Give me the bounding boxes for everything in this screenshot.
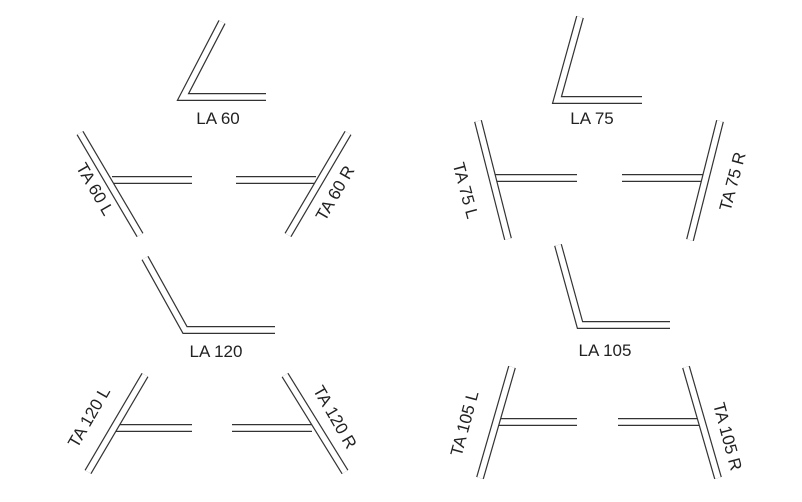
ta75l-shape <box>474 120 577 240</box>
ta105r-shape <box>618 365 722 480</box>
ta120r-label: TA 120 R <box>309 382 360 452</box>
ta75l-label: TA 75 L <box>449 160 482 220</box>
ta60r-shape <box>236 130 352 238</box>
la120-label: LA 120 <box>190 342 243 361</box>
ta75r-shape <box>622 120 724 241</box>
la105-label: LA 105 <box>579 341 632 360</box>
ta120r-shape <box>232 372 349 475</box>
la60-shape <box>176 20 266 101</box>
ta120l-shape <box>84 372 192 475</box>
ta75r-label: TA 75 R <box>716 150 750 213</box>
la105-shape <box>554 243 670 329</box>
la75-label: LA 75 <box>570 109 614 128</box>
ta60l-shape <box>76 130 192 238</box>
la75-shape <box>551 15 642 104</box>
la120-shape <box>141 256 275 334</box>
la60-label: LA 60 <box>196 109 240 128</box>
ta105l-shape <box>476 365 577 480</box>
ta105l-label: TA 105 L <box>447 389 483 458</box>
ta60r-label: TA 60 R <box>312 162 359 224</box>
